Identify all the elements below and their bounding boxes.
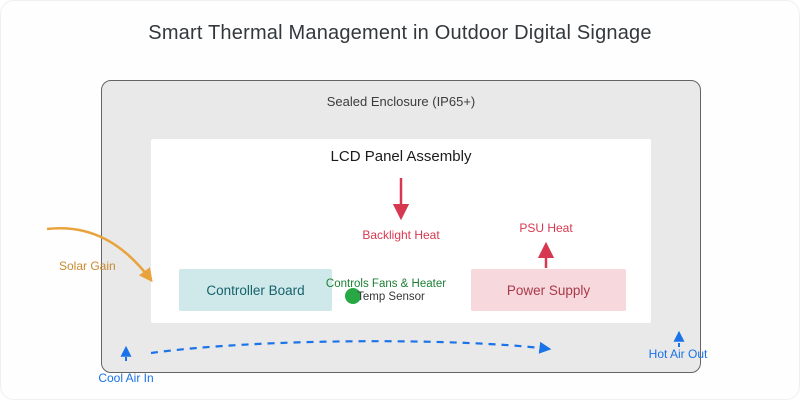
lcd-panel-assembly-label: LCD Panel Assembly: [330, 148, 472, 165]
power-supply-box: Power Supply: [471, 269, 626, 311]
power-supply-label: Power Supply: [506, 282, 591, 298]
psu-heat-label: PSU Heat: [519, 221, 573, 235]
temp-sensor-label: Temp Sensor: [357, 291, 425, 303]
hot-air-out-label: Hot Air Out: [648, 347, 708, 361]
controller-board-box: Controller Board: [179, 269, 332, 311]
temp-sensor-dot-icon: [345, 288, 361, 304]
controller-board-label: Controller Board: [206, 282, 305, 298]
diagram-title: Smart Thermal Management in Outdoor Digi…: [148, 22, 652, 44]
sealed-enclosure-label: Sealed Enclosure (IP65+): [326, 94, 476, 109]
backlight-heat-label: Backlight Heat: [362, 228, 440, 242]
sensor-controls-label: Controls Fans & Heater: [325, 278, 447, 290]
solar-gain-label: Solar Gain: [59, 259, 116, 273]
cool-air-in-label: Cool Air In: [98, 371, 154, 385]
